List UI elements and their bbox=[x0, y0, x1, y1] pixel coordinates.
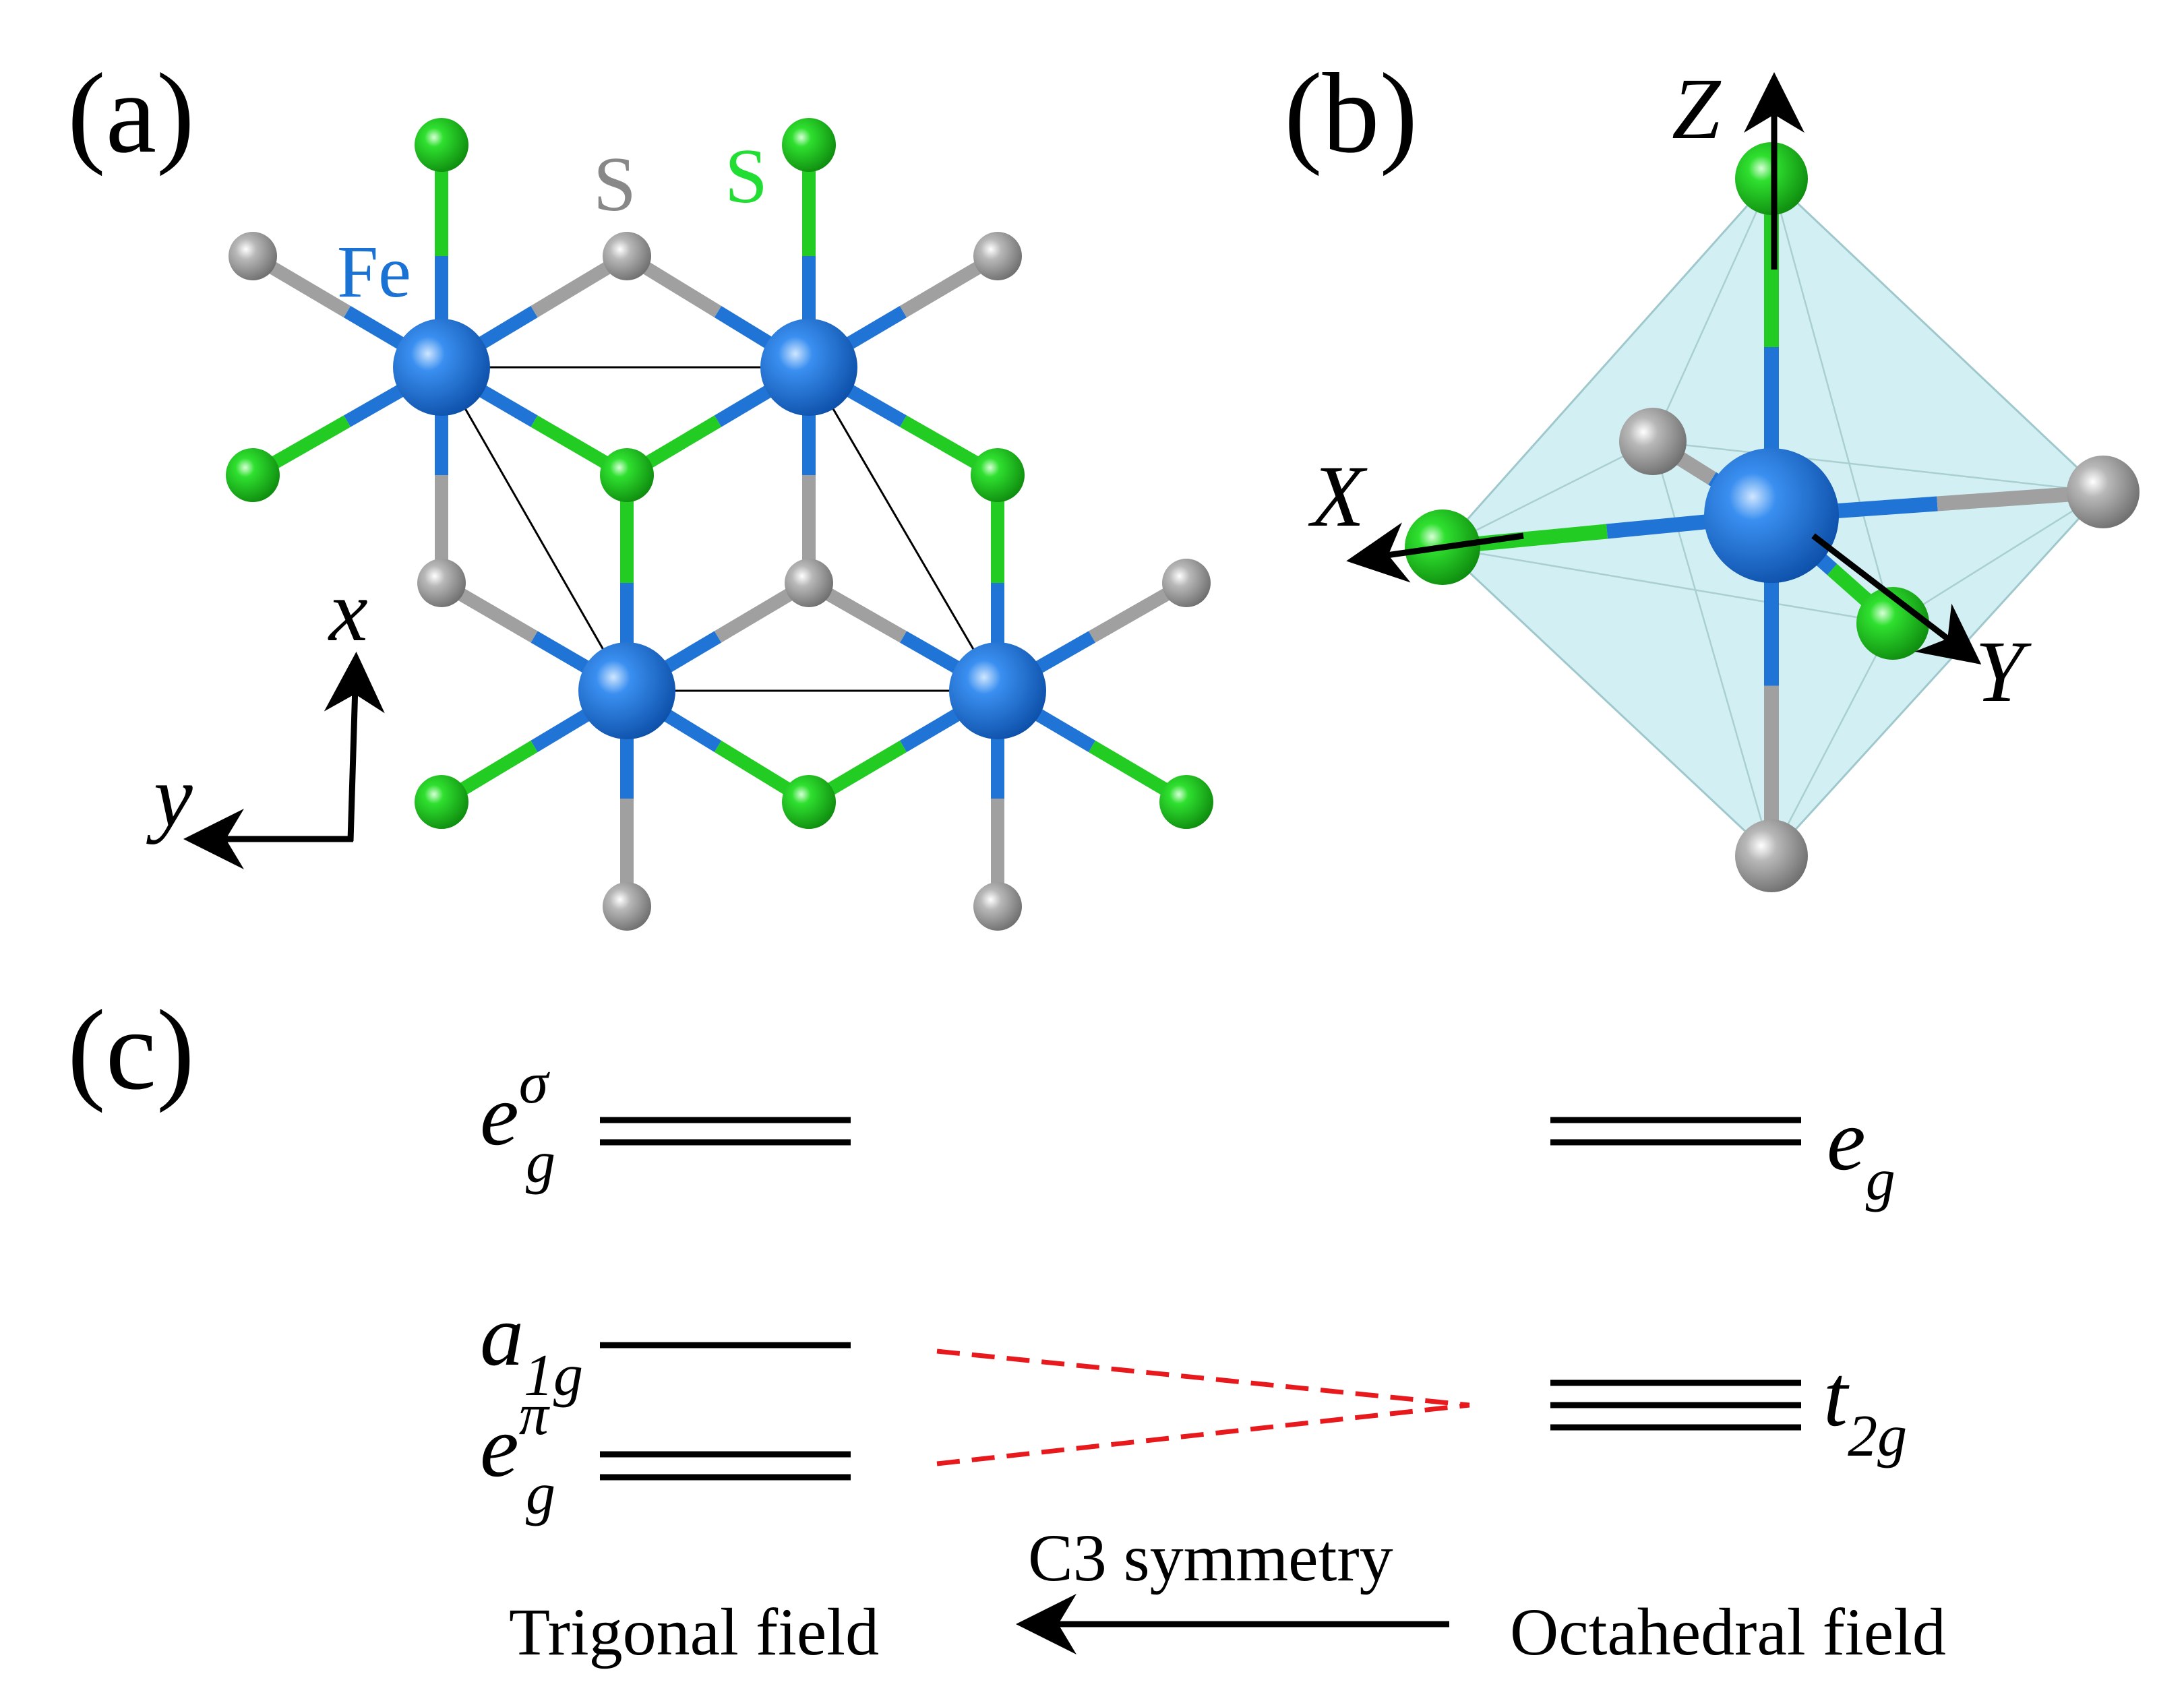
axes-b bbox=[1346, 72, 1982, 664]
panel-a: (a) Fe S S x y bbox=[67, 50, 1213, 931]
gray-s-atom-5 bbox=[1162, 559, 1211, 607]
splitting-lines bbox=[936, 1348, 1470, 1466]
y-axis-label-b: Y bbox=[1975, 623, 2032, 720]
atoms-b bbox=[1405, 142, 2140, 892]
t2g-label: t2g bbox=[1823, 1348, 1907, 1469]
panel-a-label: (a) bbox=[67, 50, 195, 177]
green-s-atom-3 bbox=[600, 448, 654, 502]
green-s-atom-1 bbox=[782, 118, 836, 172]
eg-label: eg bbox=[1827, 1092, 1895, 1213]
gray-s-atom-right bbox=[2067, 456, 2140, 528]
green-s-atom-front bbox=[1856, 587, 1929, 660]
panel-b-label: (b) bbox=[1284, 50, 1418, 177]
x-axis-arrow bbox=[324, 652, 385, 842]
y-axis-arrow-b bbox=[1811, 533, 1982, 664]
s-green-label: S bbox=[725, 133, 768, 219]
fe-atom-1 bbox=[760, 319, 857, 416]
green-s-atom-7 bbox=[1159, 775, 1213, 829]
fe-atom-2 bbox=[578, 642, 675, 739]
octahedral-levels bbox=[1550, 1117, 1801, 1431]
gray-s-atom-6 bbox=[603, 882, 651, 931]
octahedral-field-title: Octahedral field bbox=[1510, 1594, 1946, 1669]
green-s-atom-6 bbox=[782, 775, 836, 829]
gray-s-atom-7 bbox=[973, 882, 1022, 931]
green-s-atom-4 bbox=[971, 448, 1025, 502]
s-gray-label: S bbox=[593, 142, 636, 227]
fe-atom-0 bbox=[393, 319, 490, 416]
fe-label: Fe bbox=[337, 230, 411, 313]
atoms-a bbox=[226, 118, 1213, 931]
gray-s-atom-0 bbox=[229, 232, 277, 280]
panel-c-label: (c) bbox=[67, 987, 195, 1113]
unit-cell-lines bbox=[440, 366, 999, 692]
gray-s-atom-2 bbox=[973, 232, 1022, 280]
y-axis-label: y bbox=[146, 748, 193, 845]
green-s-atom-0 bbox=[415, 118, 468, 172]
x-axis-arrow-b bbox=[1346, 522, 1524, 583]
panel-b: (b) Z X Y bbox=[1284, 50, 2140, 892]
dashed-line-upper bbox=[936, 1348, 1470, 1408]
green-s-atom-5 bbox=[415, 775, 468, 829]
trigonal-levels bbox=[600, 1117, 851, 1481]
c3-symmetry-label: C3 symmetry bbox=[1028, 1520, 1393, 1595]
fe-atom-center bbox=[1704, 448, 1839, 583]
gray-s-atom-1 bbox=[603, 232, 651, 280]
trigonal-field-title: Trigonal field bbox=[509, 1594, 879, 1669]
dashed-line-lower bbox=[936, 1402, 1470, 1466]
gray-s-atom-bottom bbox=[1735, 819, 1808, 892]
gray-s-atom-3 bbox=[417, 559, 466, 607]
z-axis-label: Z bbox=[1672, 61, 1722, 158]
fe-atom-3 bbox=[949, 642, 1046, 739]
gray-s-atom-4 bbox=[785, 559, 833, 607]
x-axis-label-b: X bbox=[1308, 448, 1368, 545]
green-s-atom-2 bbox=[226, 448, 280, 502]
gray-s-atom-back bbox=[1619, 408, 1687, 475]
axes-a bbox=[183, 652, 385, 869]
x-axis-label: x bbox=[328, 563, 368, 660]
a1g-label: a1g bbox=[480, 1287, 583, 1408]
